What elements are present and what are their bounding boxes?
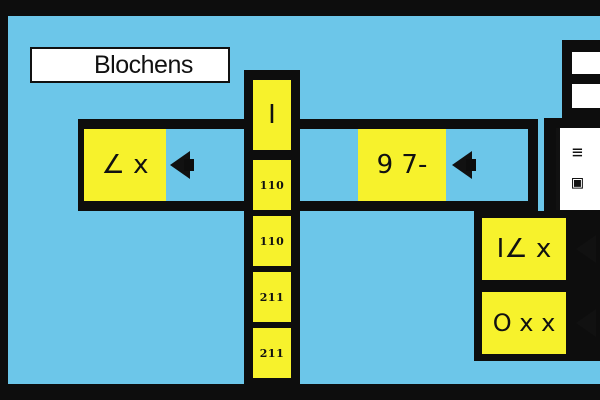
tile-right-lower[interactable]: O x x (482, 292, 566, 354)
pointer-left-icon (170, 151, 194, 179)
column-top-cell[interactable]: I (253, 80, 291, 150)
pointer-right-upper-icon (576, 235, 596, 263)
right-upper-bar (572, 74, 600, 84)
pointer-right-lower-icon (576, 309, 596, 337)
column-cell[interactable]: 110 (253, 216, 291, 266)
tile-left[interactable]: ∠ x (84, 129, 166, 201)
column-cell[interactable]: 110 (253, 160, 291, 210)
box-icon[interactable]: ▣ (572, 172, 583, 193)
track-top (78, 119, 538, 129)
title-label: Blochens (30, 47, 230, 83)
track-bottom (78, 201, 538, 211)
track-left-end (78, 119, 84, 211)
menu-icon[interactable]: ≡ (572, 142, 583, 163)
pointer-middle-icon (452, 151, 476, 179)
side-panel: ≡ ▣ (556, 128, 600, 210)
column-cell[interactable]: 211 (253, 328, 291, 378)
tile-middle[interactable]: 9 7- (358, 129, 446, 201)
track-right-end (528, 119, 538, 211)
column-cell[interactable]: 211 (253, 272, 291, 322)
tile-right-upper[interactable]: I∠ x (482, 218, 566, 280)
